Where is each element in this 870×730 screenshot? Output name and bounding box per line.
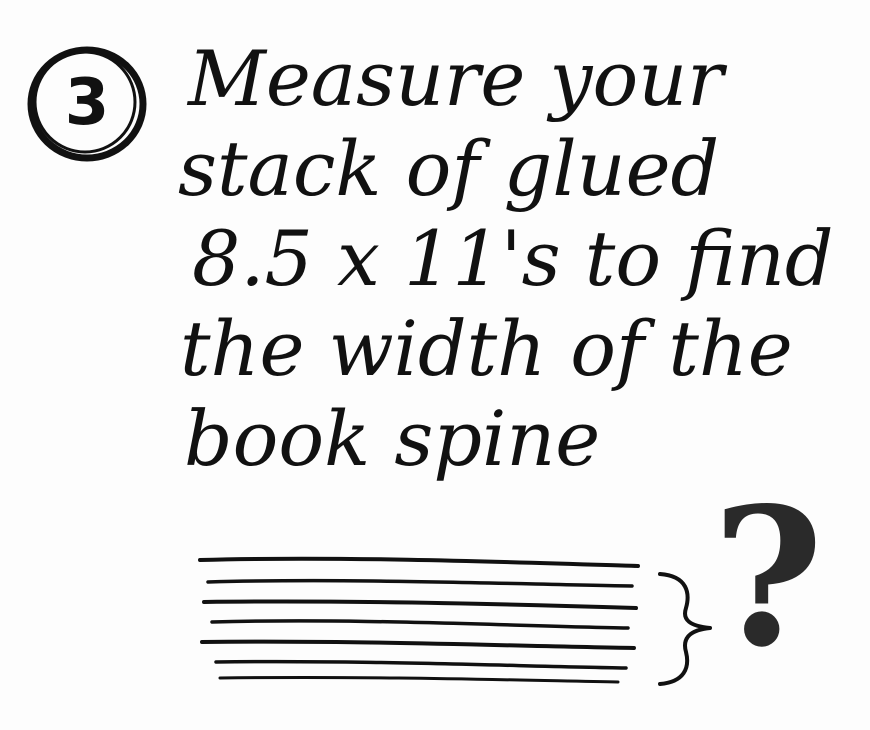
instruction-line: the width of the xyxy=(180,304,793,393)
instruction-line: book spine xyxy=(184,394,601,483)
instruction-line: Measure your xyxy=(188,34,724,123)
circle-icon xyxy=(27,46,147,162)
question-mark-icon: ? xyxy=(712,466,824,689)
instruction-text: Measure your stack of glued 8.5 x 11's t… xyxy=(178,34,838,484)
step-badge: 3 xyxy=(22,38,152,168)
instruction-line: stack of glued xyxy=(178,124,720,213)
instruction-line: 8.5 x 11's to find xyxy=(192,214,834,303)
curly-brace-icon xyxy=(658,572,712,686)
stack-illustration xyxy=(198,556,712,686)
paper-stack-icon xyxy=(198,556,640,684)
step-number: 3 xyxy=(64,66,110,140)
